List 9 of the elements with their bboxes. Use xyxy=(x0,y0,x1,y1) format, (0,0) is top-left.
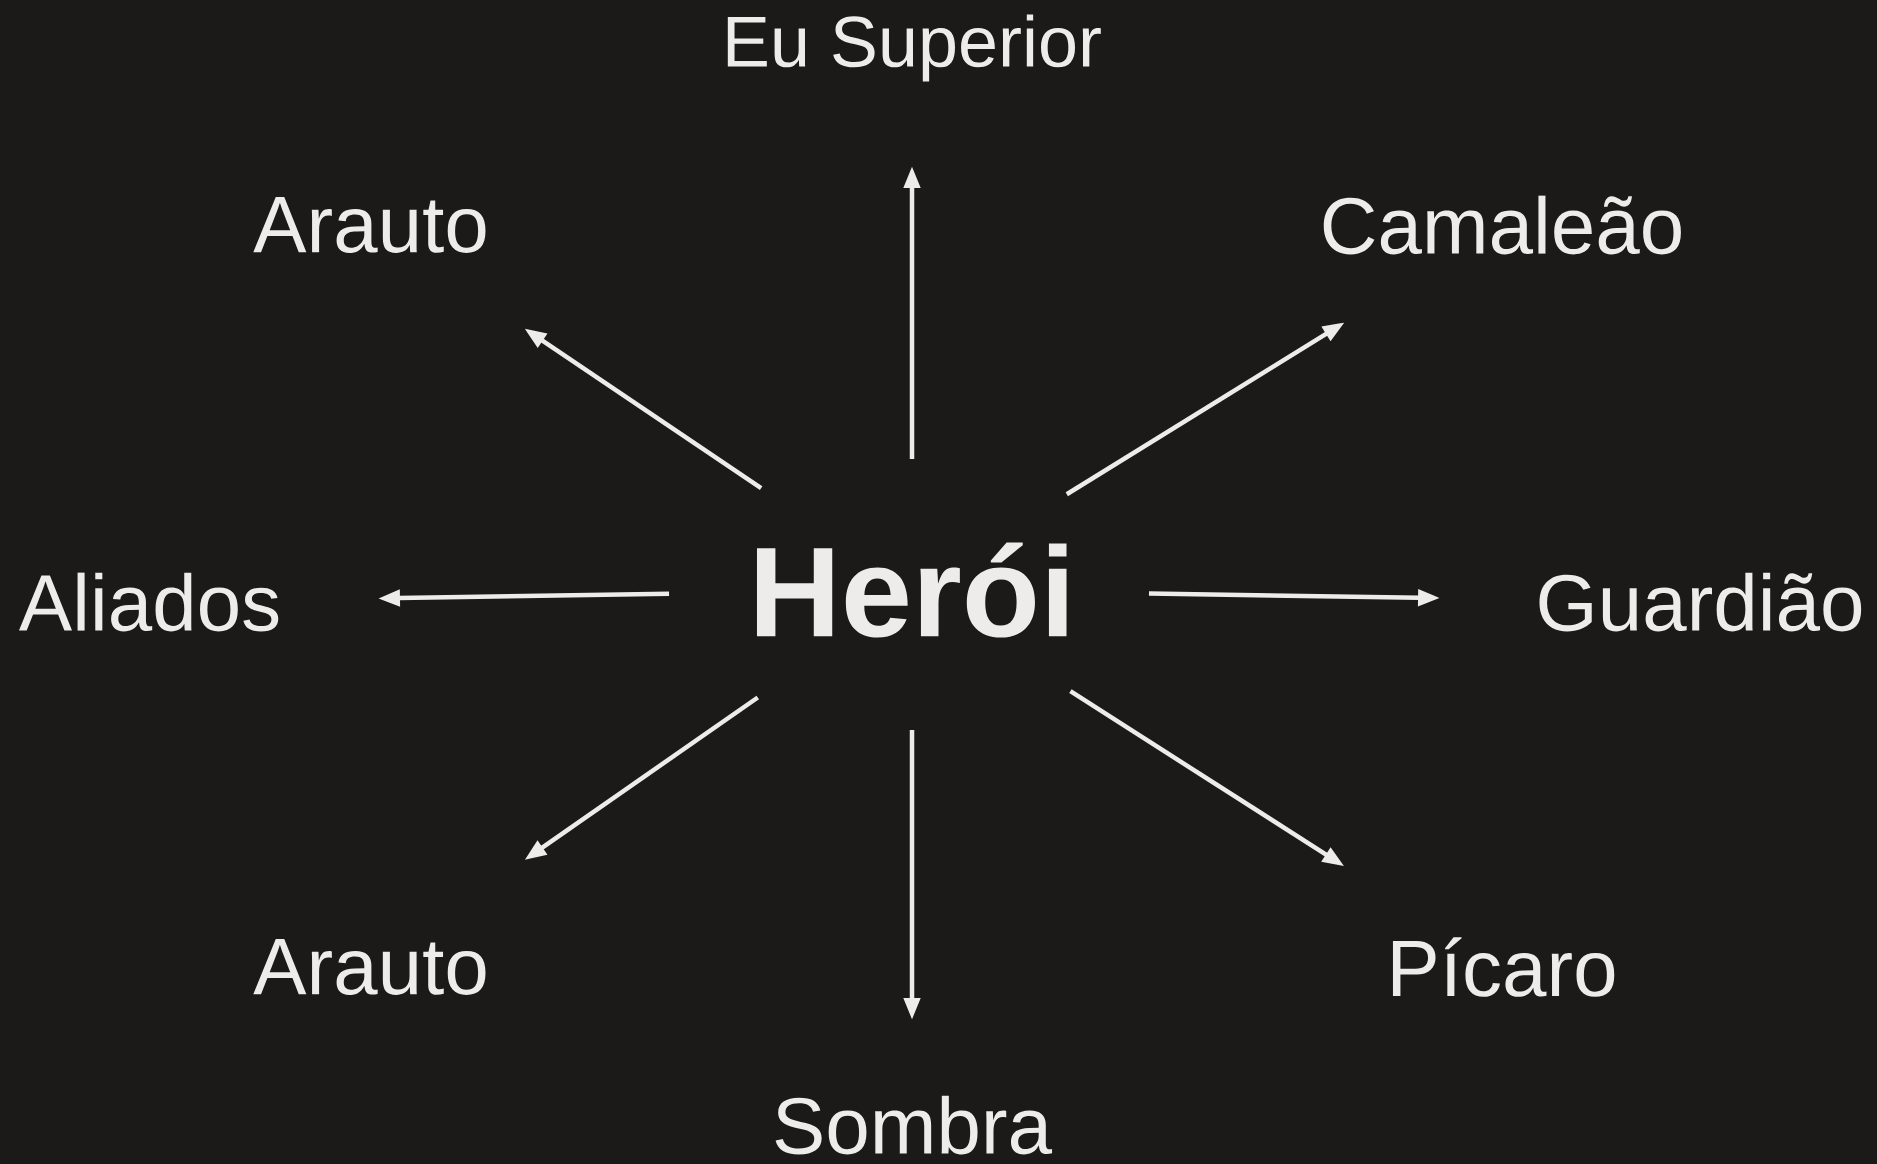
character-label: Arauto xyxy=(253,939,486,995)
character-label: Arauto xyxy=(253,197,486,253)
character-label: Eu Superior xyxy=(727,14,1101,82)
hero-label: Herói xyxy=(757,542,1067,638)
character-label: Sombra xyxy=(775,1095,1053,1155)
character-label: Aliados xyxy=(19,572,279,632)
character-label: Camaleão xyxy=(1323,195,1681,255)
character-label: Guardião xyxy=(1539,572,1862,632)
character-label: Pícaro xyxy=(1392,937,1615,997)
